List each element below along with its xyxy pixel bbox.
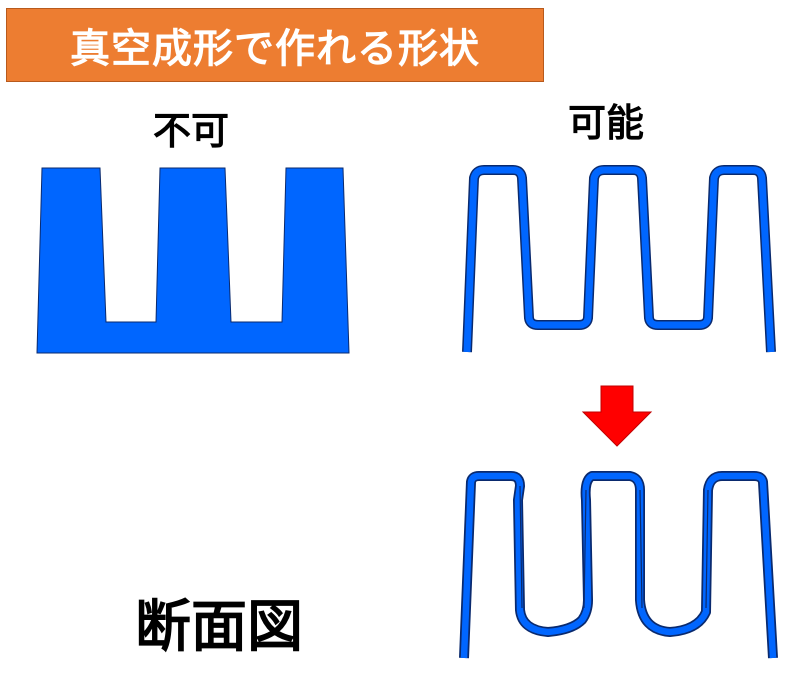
- thin-wall-shape-fill: [463, 166, 775, 353]
- title-text: 真空成形で作れる形状: [70, 26, 480, 72]
- formed-shape-fill: [460, 472, 777, 659]
- label-possible: 可能: [568, 101, 645, 145]
- label-impossible: 不可: [153, 109, 230, 153]
- solid-comb-shape: [36, 167, 350, 354]
- formed-shape-outline: [459, 471, 778, 659]
- formed-shape-inner-walls: [519, 485, 709, 609]
- title-banner: 真空成形で作れる形状: [6, 8, 544, 82]
- thin-wall-shape: [462, 165, 776, 353]
- down-arrow-icon: [581, 385, 653, 447]
- label-section-view: 断面図: [135, 595, 303, 660]
